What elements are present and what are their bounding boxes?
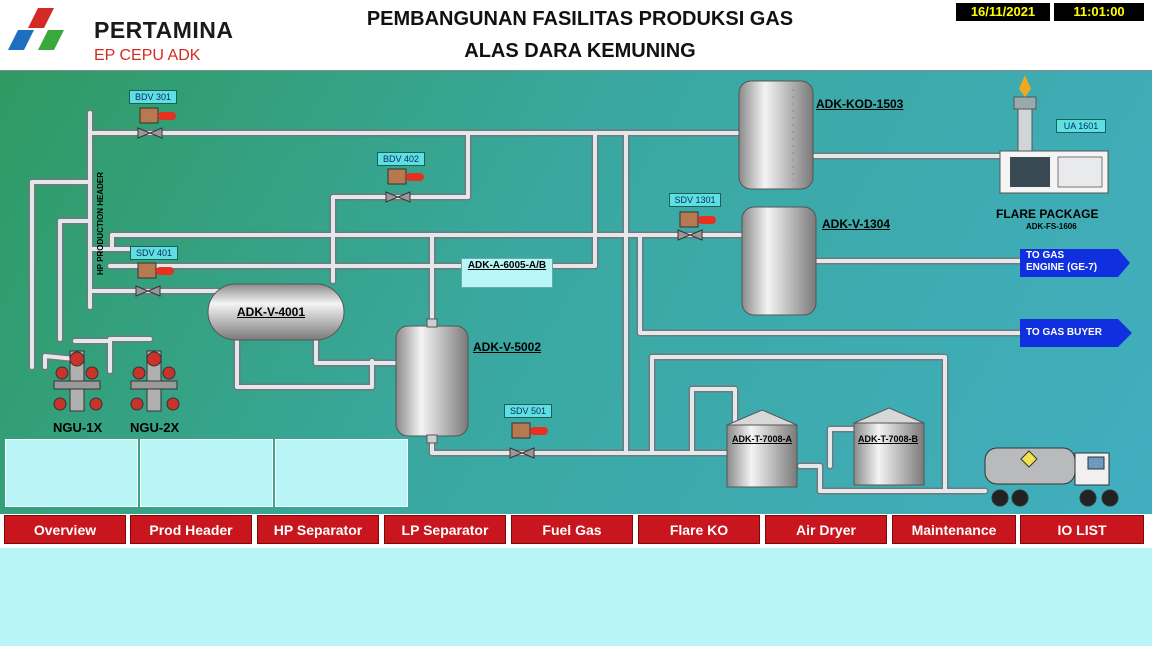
process-diagram: BDV 301 BDV 402 SDV 401 SDV 1301 SDV 501… (0, 71, 1152, 514)
page-title: PEMBANGUNAN FASILITAS PRODUKSI GAS (366, 8, 794, 30)
date-display: 16/11/2021 (956, 3, 1050, 21)
vessel-label-adk-kod-1503: ADK-KOD-1503 (816, 97, 904, 111)
vessel-adk-kod-1503[interactable] (738, 80, 814, 190)
bottom-panel (0, 548, 1152, 646)
wellhead-label-ngu-1x: NGU-1X (53, 420, 103, 435)
flare-package-label: FLARE PACKAGE (996, 207, 1099, 221)
tank-adk-t-7008-b[interactable] (853, 407, 925, 486)
pertamina-logo-icon (8, 8, 64, 50)
wellhead-ngu-1x-icon[interactable] (53, 350, 103, 412)
tag-ua-1601[interactable]: UA 1601 (1056, 119, 1106, 133)
nav-io-list-button[interactable]: IO LIST (1020, 515, 1144, 544)
vessel-adk-v-4001[interactable] (207, 283, 345, 341)
vessel-adk-v-5002[interactable] (395, 318, 469, 444)
wellhead-ngu-2x-icon[interactable] (130, 350, 180, 412)
valve-bdv-402-icon[interactable] (385, 168, 424, 203)
tag-sdv-1301[interactable]: SDV 1301 (669, 193, 721, 207)
vessel-label-adk-v-4001: ADK-V-4001 (237, 305, 306, 319)
tag-sdv-401[interactable]: SDV 401 (130, 246, 178, 260)
nav-maintenance-button[interactable]: Maintenance (892, 515, 1016, 544)
flare-package-tag: ADK-FS-1606 (1026, 222, 1077, 231)
to-gas-engine-label[interactable]: TO GAS ENGINE (GE-7) (1020, 250, 1120, 278)
valve-sdv-1301-icon[interactable] (677, 211, 716, 241)
info-panel-3 (275, 439, 408, 507)
time-display: 11:01:00 (1054, 3, 1144, 21)
pipe-network (28, 75, 1132, 507)
page-subtitle: ALAS DARA KEMUNING (464, 40, 696, 62)
tank-label-adk-t-7008-a: ADK-T-7008-A (732, 434, 793, 444)
valve-sdv-501-icon[interactable] (509, 422, 548, 459)
to-gas-buyer-label[interactable]: TO GAS BUYER (1026, 327, 1102, 338)
to-gas-buyer-arrow[interactable] (1020, 319, 1132, 347)
to-gas-engine-line1: TO GAS (1026, 250, 1065, 261)
info-panel-2 (140, 439, 273, 507)
nav-prod-header-button[interactable]: Prod Header (130, 515, 252, 544)
nav-flare-ko-button[interactable]: Flare KO (638, 515, 760, 544)
vessel-adk-v-1304[interactable] (741, 206, 817, 316)
valve-bdv-301-icon[interactable] (137, 107, 176, 139)
hp-production-header-label: HP PRODUCTION HEADER (96, 172, 105, 275)
vessel-label-adk-v-5002: ADK-V-5002 (473, 340, 542, 354)
info-panel-1 (5, 439, 138, 507)
wellhead-label-ngu-2x: NGU-2X (130, 420, 180, 435)
company-subtitle: EP CEPU ADK (94, 47, 201, 64)
flare-stack-icon[interactable] (999, 75, 1109, 194)
header-bar: PERTAMINA EP CEPU ADK PEMBANGUNAN FASILI… (0, 0, 1152, 71)
nav-hp-separator-button[interactable]: HP Separator (257, 515, 379, 544)
heat-exchanger-tag: ADK-A-6005-A/B (467, 260, 547, 271)
valve-sdv-401-icon[interactable] (135, 262, 174, 297)
tank-label-adk-t-7008-b: ADK-T-7008-B (858, 434, 919, 444)
tank-truck-icon (984, 447, 1119, 507)
navigation-bar: Overview Prod Header HP Separator LP Sep… (0, 514, 1152, 548)
pipe-fill (30, 111, 1022, 493)
heat-exchanger-label[interactable]: ADK-A-6005-A/B (461, 258, 553, 288)
tag-bdv-301[interactable]: BDV 301 (129, 90, 177, 104)
tag-bdv-402[interactable]: BDV 402 (377, 152, 425, 166)
tank-adk-t-7008-a[interactable] (726, 409, 798, 488)
to-gas-engine-line2: ENGINE (GE-7) (1026, 262, 1098, 273)
nav-lp-separator-button[interactable]: LP Separator (384, 515, 506, 544)
to-gas-engine-arrow[interactable] (1020, 249, 1130, 277)
tag-sdv-501[interactable]: SDV 501 (504, 404, 552, 418)
company-name: PERTAMINA (94, 17, 234, 43)
nav-overview-button[interactable]: Overview (4, 515, 126, 544)
nav-fuel-gas-button[interactable]: Fuel Gas (511, 515, 633, 544)
vessel-label-adk-v-1304: ADK-V-1304 (822, 217, 891, 231)
nav-air-dryer-button[interactable]: Air Dryer (765, 515, 887, 544)
